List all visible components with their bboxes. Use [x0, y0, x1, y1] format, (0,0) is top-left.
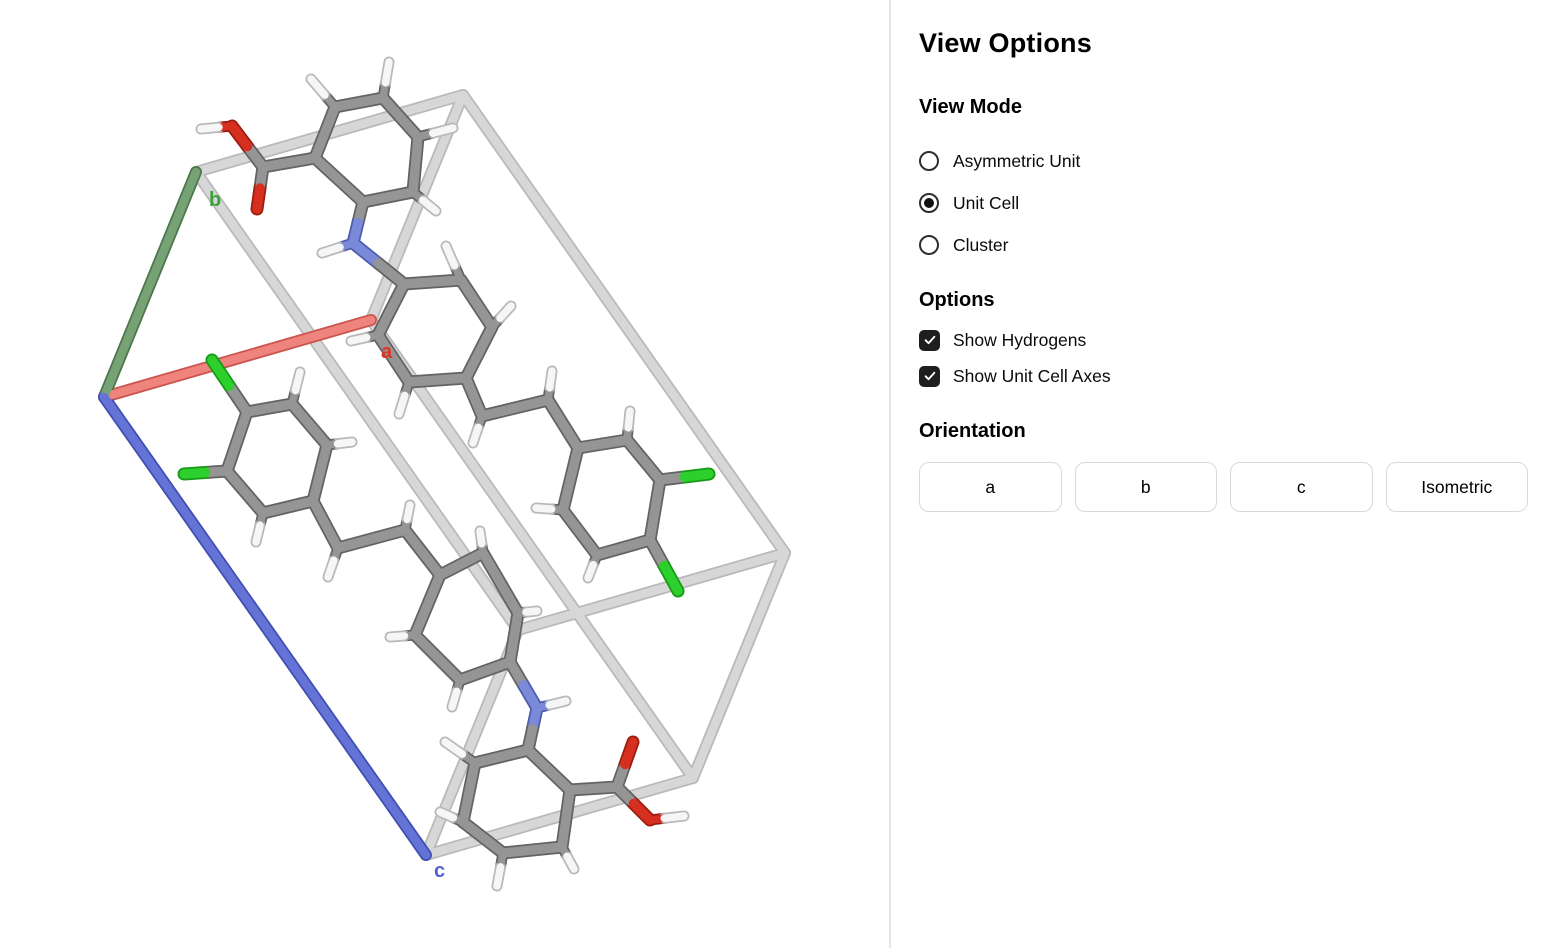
view-mode-option-asymmetric-unit[interactable]: Asymmetric Unit [919, 140, 1528, 182]
orientation-button-isometric[interactable]: Isometric [1385, 462, 1528, 512]
option-show-hydrogens[interactable]: Show Hydrogens [919, 322, 1528, 358]
check-icon [924, 371, 935, 381]
molecule-viewport[interactable]: a b c [0, 0, 889, 948]
axis-label-c: c [434, 860, 445, 882]
molecules [177, 56, 716, 892]
checkbox-icon[interactable] [919, 329, 940, 351]
orientation-heading: Orientation [919, 420, 1026, 442]
orientation-button-b[interactable]: b [1074, 462, 1217, 512]
view-mode-option-label: Cluster [953, 234, 1009, 255]
options-heading: Options [919, 289, 995, 311]
radio-icon[interactable] [919, 151, 939, 171]
orientation-button-c[interactable]: c [1230, 462, 1373, 512]
view-mode-option-label: Asymmetric Unit [953, 150, 1081, 171]
option-show-unit-cell-axes[interactable]: Show Unit Cell Axes [919, 358, 1528, 394]
molecule-scene: a b c [98, 56, 791, 892]
axis-label-a: a [381, 341, 393, 363]
option-label: Show Unit Cell Axes [953, 365, 1111, 386]
option-label: Show Hydrogens [953, 329, 1087, 350]
checkbox-icon[interactable] [919, 365, 940, 387]
axis-label-b: b [209, 189, 221, 211]
view-mode-option-label: Unit Cell [953, 192, 1020, 213]
axis-labels: a b c [209, 189, 445, 882]
panel-title: View Options [919, 28, 1092, 58]
view-mode-heading: View Mode [919, 96, 1022, 118]
radio-icon[interactable] [919, 235, 939, 255]
view-mode-option-cluster[interactable]: Cluster [919, 224, 1528, 266]
view-mode-option-unit-cell[interactable]: Unit Cell [919, 182, 1528, 224]
panel-divider [889, 0, 891, 948]
radio-icon[interactable] [919, 193, 939, 213]
unit-cell-axes [98, 166, 432, 861]
check-icon [924, 335, 935, 345]
orientation-button-a[interactable]: a [919, 462, 1062, 512]
